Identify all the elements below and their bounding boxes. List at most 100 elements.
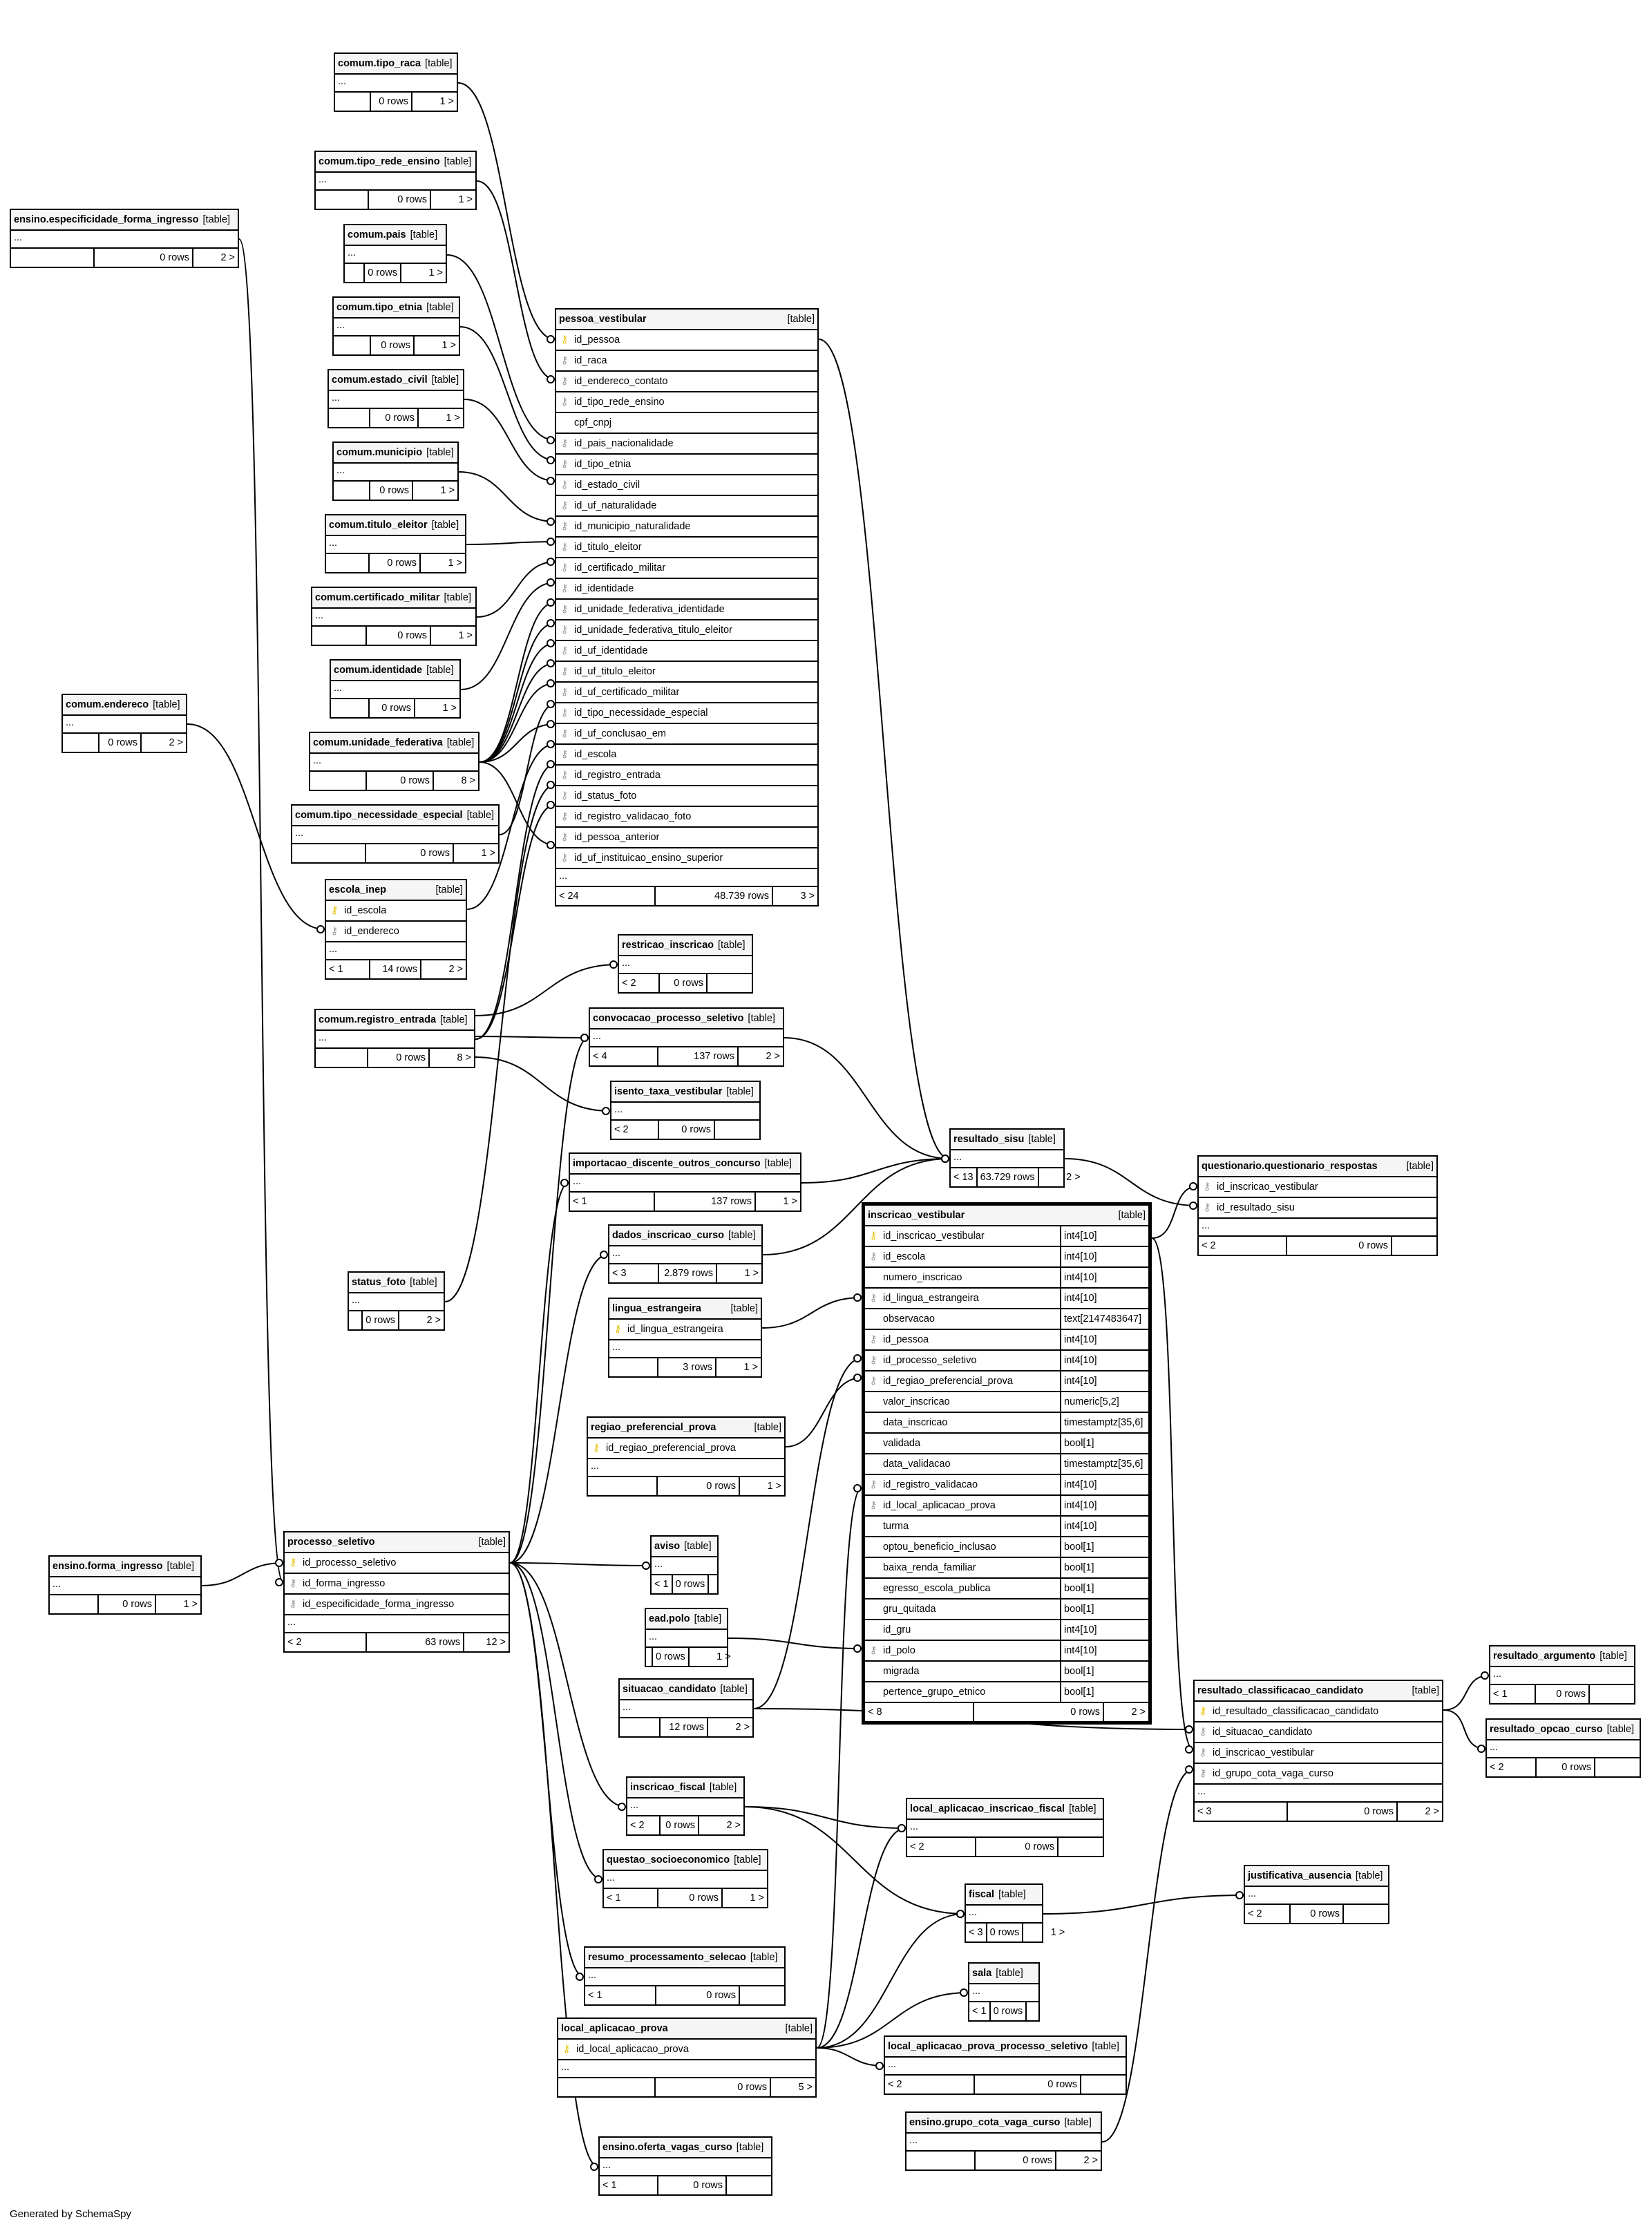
table-header[interactable]: status_foto[table]: [349, 1273, 444, 1293]
column-row[interactable]: ⚷id_raca: [556, 351, 817, 372]
table-header[interactable]: restricao_inscricao[table]: [619, 936, 752, 956]
column-row[interactable]: ⚷id_tipo_rede_ensino: [556, 392, 817, 413]
table-header[interactable]: comum.municipio[table]: [334, 443, 457, 464]
table-header[interactable]: comum.estado_civil[table]: [329, 370, 463, 391]
table-lingua_estrangeira[interactable]: lingua_estrangeira[table]⚷id_lingua_estr…: [608, 1298, 762, 1378]
table-header[interactable]: local_aplicacao_prova[table]: [558, 2019, 815, 2040]
table-inscricao_vestibular[interactable]: inscricao_vestibular[table]⚷id_inscricao…: [862, 1202, 1152, 1725]
column-row[interactable]: ⚷id_regiao_preferencial_prova: [588, 1439, 784, 1459]
table-header[interactable]: regiao_preferencial_prova[table]: [588, 1418, 784, 1439]
table-resumo[interactable]: resumo_processamento_selecao[table]...< …: [584, 1946, 786, 2006]
column-row[interactable]: ⚷id_resultado_classificacao_candidato: [1195, 1702, 1442, 1722]
table-local_aplicacao_prova[interactable]: local_aplicacao_prova[table]⚷id_local_ap…: [557, 2018, 817, 2098]
table-header[interactable]: situacao_candidato[table]: [620, 1680, 752, 1700]
table-convocacao[interactable]: convocacao_processo_seletivo[table]...< …: [589, 1007, 784, 1067]
table-questionario[interactable]: questionario.questionario_respostas[tabl…: [1197, 1155, 1438, 1256]
column-row[interactable]: ⚷id_endereco_contato: [556, 372, 817, 392]
column-row[interactable]: ⚷id_local_aplicacao_prova: [558, 2040, 815, 2060]
column-row[interactable]: ⚷id_situacao_candidato: [1195, 1722, 1442, 1743]
table-header[interactable]: comum.titulo_eleitor[table]: [326, 515, 465, 536]
table-importacao[interactable]: importacao_discente_outros_concurso[tabl…: [569, 1152, 801, 1212]
table-header[interactable]: questao_socioeconomico[table]: [604, 1850, 767, 1871]
table-header[interactable]: processo_seletivo[table]: [285, 1532, 509, 1553]
table-local_aplicacao_inscricao_fiscal[interactable]: local_aplicacao_inscricao_fiscal[table].…: [906, 1798, 1104, 1857]
table-grupo_cota[interactable]: ensino.grupo_cota_vaga_curso[table]...0 …: [905, 2111, 1102, 2171]
table-header[interactable]: resultado_classificacao_candidato[table]: [1195, 1681, 1442, 1702]
column-row[interactable]: ⚷id_tipo_etnia: [556, 455, 817, 475]
table-header[interactable]: resultado_sisu[table]: [951, 1130, 1063, 1150]
table-especificidade[interactable]: ensino.especificidade_forma_ingresso[tab…: [10, 209, 239, 268]
table-escola_inep[interactable]: escola_inep[table]⚷id_escola⚷id_endereco…: [325, 879, 467, 980]
table-tipo_necessidade[interactable]: comum.tipo_necessidade_especial[table]..…: [291, 804, 500, 864]
table-header[interactable]: ensino.oferta_vagas_curso[table]: [600, 2138, 771, 2158]
column-row[interactable]: ⚷id_escola: [556, 745, 817, 766]
table-lapps[interactable]: local_aplicacao_prova_processo_seletivo[…: [884, 2035, 1127, 2095]
table-header[interactable]: fiscal[table]: [966, 1885, 1042, 1906]
column-row[interactable]: ⚷id_titulo_eleitor: [556, 538, 817, 558]
column-row[interactable]: ⚷id_unidade_federativa_identidade: [556, 600, 817, 620]
table-header[interactable]: comum.registro_entrada[table]: [316, 1010, 474, 1031]
table-header[interactable]: comum.tipo_raca[table]: [335, 54, 457, 75]
column-row[interactable]: ⚷id_municipio_naturalidade: [556, 517, 817, 538]
table-header[interactable]: convocacao_processo_seletivo[table]: [590, 1009, 783, 1029]
table-header[interactable]: comum.endereco[table]: [63, 695, 186, 716]
table-header[interactable]: lingua_estrangeira[table]: [609, 1299, 761, 1320]
table-header[interactable]: comum.identidade[table]: [331, 661, 459, 681]
column-row[interactable]: ⚷id_pessoa: [556, 330, 817, 351]
table-resultado_classificacao[interactable]: resultado_classificacao_candidato[table]…: [1193, 1680, 1443, 1822]
column-row[interactable]: ⚷id_tipo_necessidade_especial: [556, 703, 817, 724]
table-header[interactable]: comum.pais[table]: [345, 225, 446, 246]
column-row[interactable]: ⚷id_uf_conclusao_em: [556, 724, 817, 745]
column-row[interactable]: ⚷id_registro_validacao_foto: [556, 807, 817, 828]
column-row[interactable]: ⚷id_registro_entrada: [556, 766, 817, 786]
table-header[interactable]: ead.polo[table]: [646, 1609, 727, 1630]
table-header[interactable]: comum.unidade_federativa[table]: [310, 733, 478, 754]
column-row[interactable]: ⚷id_pessoa_anterior: [556, 828, 817, 848]
table-header[interactable]: questionario.questionario_respostas[tabl…: [1199, 1157, 1436, 1177]
table-header[interactable]: comum.tipo_etnia[table]: [334, 298, 459, 319]
table-header[interactable]: local_aplicacao_inscricao_fiscal[table]: [907, 1799, 1103, 1820]
table-header[interactable]: ensino.forma_ingresso[table]: [50, 1557, 200, 1577]
column-row[interactable]: ⚷id_escola: [326, 901, 466, 922]
column-row[interactable]: ⚷id_grupo_cota_vaga_curso: [1195, 1764, 1442, 1785]
column-row[interactable]: ⚷id_identidade: [556, 579, 817, 600]
column-row[interactable]: ⚷id_resultado_sisu: [1199, 1198, 1436, 1219]
column-row[interactable]: ⚷id_inscricao_vestibular: [1199, 1177, 1436, 1198]
table-processo_seletivo[interactable]: processo_seletivo[table]⚷id_processo_sel…: [283, 1531, 510, 1653]
table-header[interactable]: pessoa_vestibular[table]: [556, 310, 817, 330]
table-header[interactable]: ensino.especificidade_forma_ingresso[tab…: [11, 210, 238, 231]
table-header[interactable]: resultado_argumento[table]: [1490, 1646, 1634, 1667]
table-pessoa_vestibular[interactable]: pessoa_vestibular[table]⚷id_pessoa⚷id_ra…: [555, 308, 819, 906]
table-header[interactable]: inscricao_vestibular[table]: [865, 1206, 1148, 1226]
